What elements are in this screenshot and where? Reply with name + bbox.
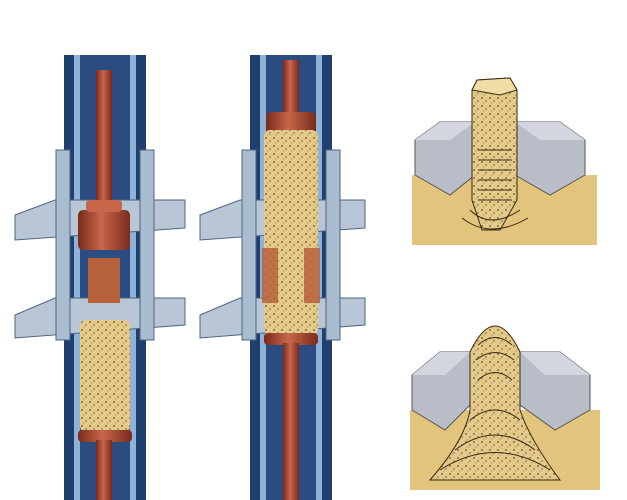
upper-rod xyxy=(96,70,112,210)
lower-rod xyxy=(96,440,112,500)
piston xyxy=(78,210,130,250)
sand-plug xyxy=(80,320,130,432)
port-sleeve xyxy=(88,258,120,303)
sand-bridge-failure xyxy=(410,325,600,490)
hex-sand-column xyxy=(471,77,518,231)
left-assembly xyxy=(14,55,186,500)
middle-assembly xyxy=(199,55,366,500)
sand-bridge-stable xyxy=(412,77,597,245)
sand-dome xyxy=(428,325,561,481)
sand-column xyxy=(264,130,318,335)
